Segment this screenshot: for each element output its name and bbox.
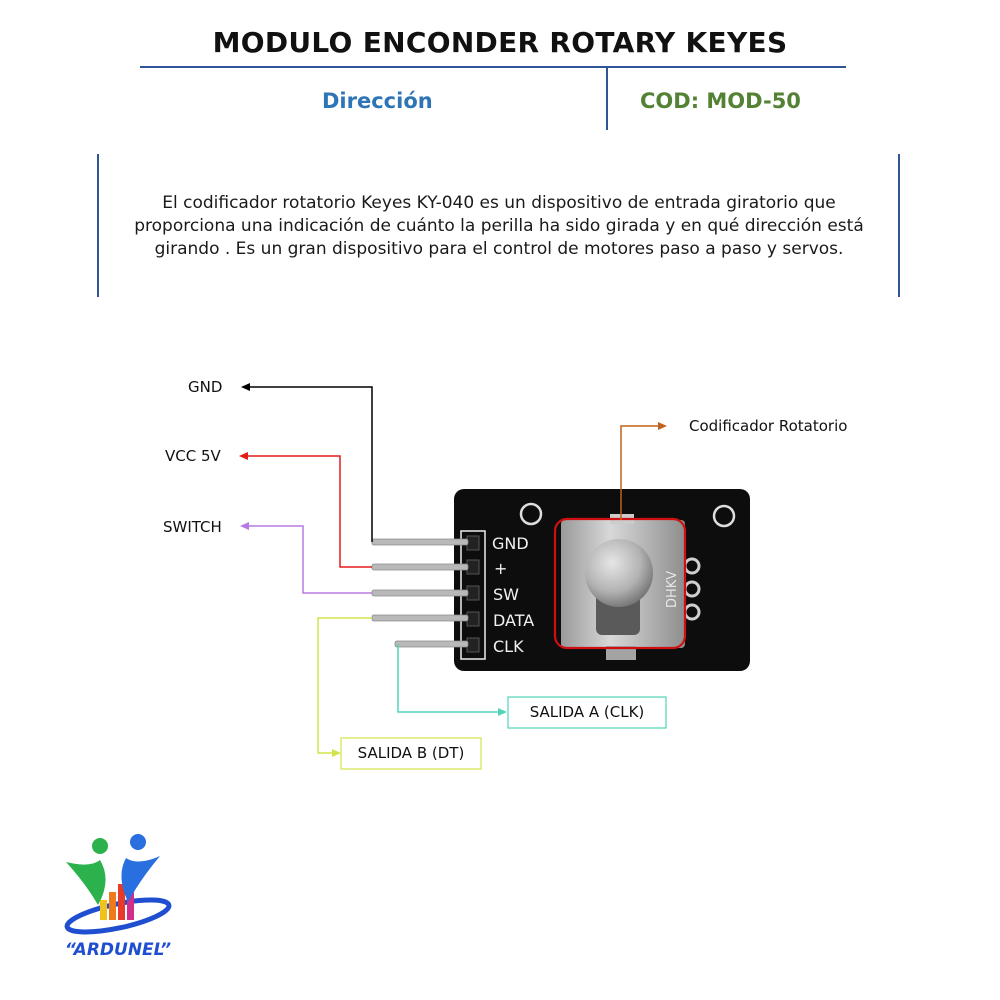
vcc-wire xyxy=(246,455,372,568)
clk-arrow xyxy=(498,708,507,716)
description-left-bar xyxy=(97,154,99,297)
switch-arrow xyxy=(240,522,249,530)
board-pin-data: DATA xyxy=(493,611,534,630)
description-right-bar xyxy=(898,154,900,297)
data-wire xyxy=(317,617,372,754)
gnd-wire xyxy=(248,386,373,542)
vcc-label: VCC 5V xyxy=(165,447,221,465)
encoder-callout-line xyxy=(620,425,660,520)
switch-label: SWITCH xyxy=(163,518,222,536)
board-pin-gnd: GND xyxy=(492,534,529,553)
switch-wire xyxy=(247,525,372,594)
encoder-highlight xyxy=(553,517,687,650)
encoder-label: Codificador Rotatorio xyxy=(689,417,848,435)
description-text: El codificador rotatorio Keyes KY-040 es… xyxy=(134,193,864,259)
clk-wire xyxy=(397,644,500,713)
male-pins xyxy=(371,538,469,648)
data-arrow xyxy=(332,749,341,757)
header-vertical-divider xyxy=(606,68,608,130)
product-code: COD: MOD-50 xyxy=(640,89,801,113)
direction-label: Dirección xyxy=(322,89,433,113)
gnd-label: GND xyxy=(188,378,223,396)
encoder-callout-arrow xyxy=(658,422,667,430)
board-side-text: DHKV xyxy=(665,571,680,608)
board-pin-clk: CLK xyxy=(493,637,524,656)
gnd-arrow xyxy=(241,383,250,391)
mount-hole-left xyxy=(519,502,543,526)
header-divider xyxy=(140,66,846,68)
knob xyxy=(585,539,653,607)
encoder-bottom-tab xyxy=(606,646,636,660)
salida-b-label: SALIDA B (DT) xyxy=(342,739,480,768)
salida-a-label: SALIDA A (CLK) xyxy=(509,698,665,727)
ardunel-logo: “ARDUNEL” xyxy=(64,834,172,960)
board-pin-plus: + xyxy=(494,559,507,578)
page-title: MODULO ENCONDER ROTARY KEYES xyxy=(212,26,788,59)
board-pin-sw: SW xyxy=(493,585,519,604)
vcc-arrow xyxy=(239,452,248,460)
svg-text:“ARDUNEL”: “ARDUNEL” xyxy=(65,940,171,960)
board-pin-labels: GND + SW DATA CLK xyxy=(492,534,534,656)
mount-hole-right xyxy=(712,504,736,528)
